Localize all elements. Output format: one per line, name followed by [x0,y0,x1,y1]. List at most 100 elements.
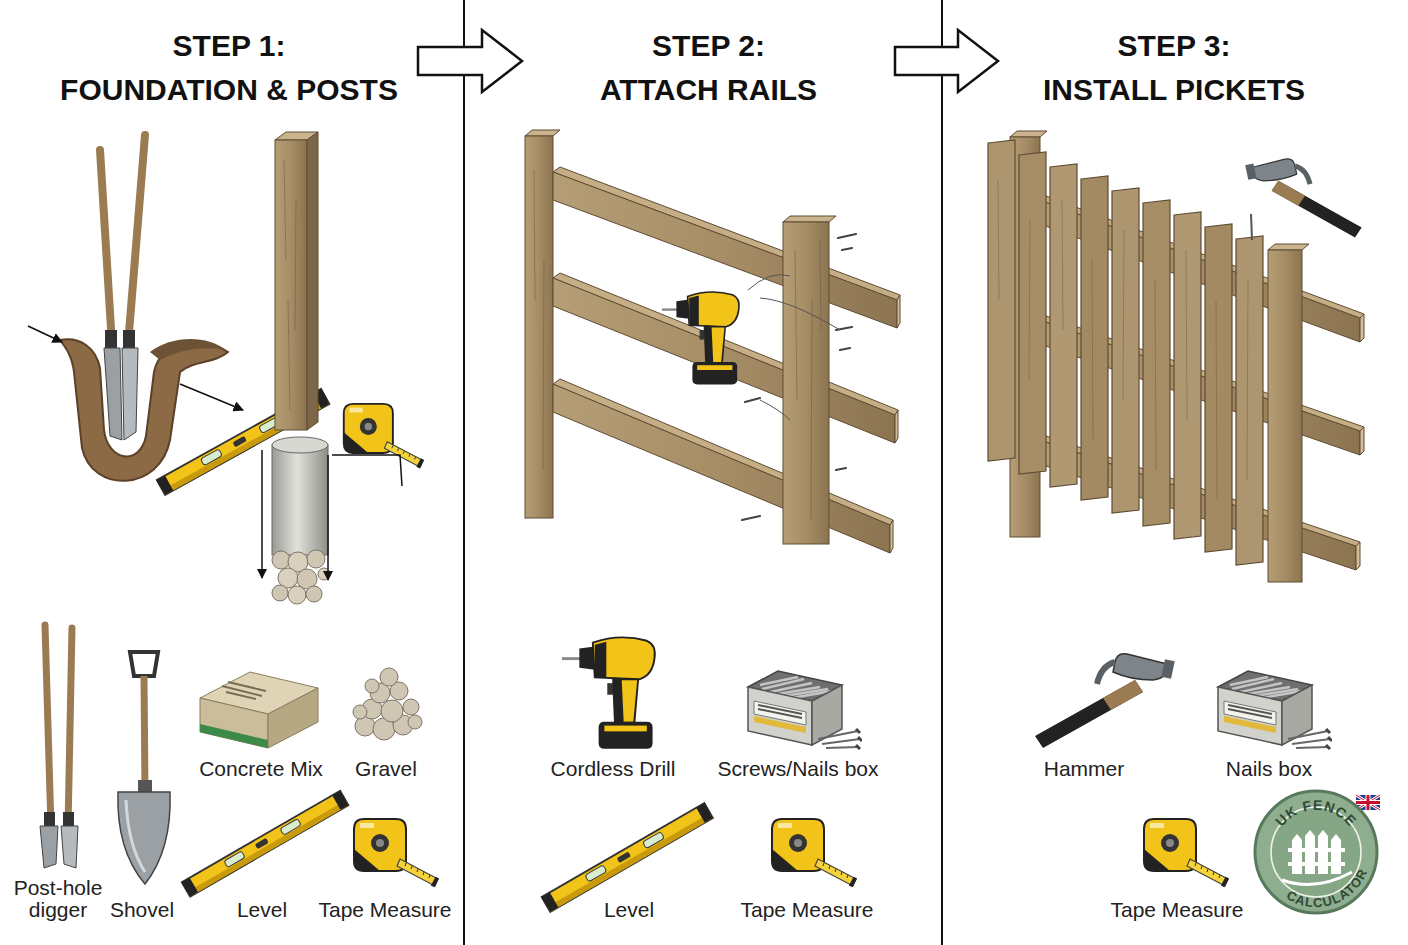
post-hole-digger-illustration-part [100,150,112,345]
tool-label: Shovel [110,899,174,921]
shovel-tool-part [126,800,145,872]
logo-text: CALCULATOR [1284,866,1371,910]
concrete-bag-part [200,724,268,748]
fence-picket-part [1236,236,1263,565]
leader-line-part [332,455,402,486]
gravel-pile [353,668,422,740]
fence-picket-part [1143,200,1170,526]
nail-part [1251,214,1252,240]
step-number: STEP 2: [522,24,895,68]
leader-line-part [748,275,790,290]
screw-part [745,398,760,402]
fence-picket-part [1205,224,1232,552]
concrete-footing-part [272,585,288,601]
screw-box-tool [748,671,862,749]
screw [742,234,856,520]
fence-rail-part [553,384,890,553]
shovel-tool [118,652,170,884]
tool-label: Gravel [355,758,417,780]
shovel-tool-part [144,676,145,792]
concrete-footing-part [272,551,290,569]
fence-picket-part [1174,212,1201,539]
screw-part [840,348,850,350]
step-title: INSTALL PICKETS [998,68,1350,112]
logo-graphic: UK FENCE CALCULATOR [1252,788,1380,916]
fence-post-part [525,130,560,136]
post-hole-digger-tool-part [45,625,51,828]
post-hole-digger-tool-part [40,826,58,868]
fence-post-part [1268,244,1309,250]
logo-graphic-part-part [1288,862,1345,866]
step-arrow [418,30,522,92]
fence-picket [988,140,1263,565]
hammer-illustration [1245,159,1361,238]
level-tool [542,803,713,912]
level-tool-part [542,803,713,912]
wood-grain [998,180,1248,500]
post-hole-digger-illustration [100,135,145,440]
fence-post-part [307,132,318,430]
fence-rail-part [1356,542,1360,570]
panel-divider-part [463,0,465,945]
logo-graphic-part-part [1288,848,1345,852]
fence-post-part [284,160,296,410]
post-hole-digger-tool-part [68,628,72,828]
step-arrow [895,30,998,92]
fence-post-part [1268,250,1302,582]
fence-picket-part [1112,188,1139,513]
logo-graphic-part: UK FENCE [1272,797,1360,830]
dug-hole-part [150,339,226,360]
callout-arrow [28,326,243,410]
fence-picket-part [1050,164,1077,487]
post-hole-digger-illustration-part [122,348,138,440]
tape-measure-tool [1144,819,1229,887]
post-hole-digger-illustration-part [105,330,117,350]
leader-line [262,450,402,580]
fence-rail-part [895,410,898,443]
logo-badge: UK FENCE CALCULATOR [1252,788,1380,916]
concrete-bag-part [222,682,266,699]
gravel-pile-part [365,679,379,693]
fence-post-part [275,140,307,430]
step-heading: STEP 2:ATTACH RAILS [522,24,895,116]
post-hole-digger-illustration-part [128,135,145,345]
nails-box-tool [1218,671,1332,749]
hammer-tool-part [1035,654,1175,748]
concrete-footing [272,437,330,604]
logo-graphic-part [1282,872,1352,885]
logo-graphic-part-part [1331,834,1341,874]
screw-part [836,468,846,470]
tool-label: Tape Measure [740,899,873,921]
callout-arrow-part [28,326,62,342]
post-hole-digger-tool [40,625,78,868]
gravel-pile-part [353,705,367,719]
leader-line [748,275,840,420]
drill-illustration [662,292,739,384]
tape-measure-tool [354,819,439,887]
tool-label: Tape Measure [1110,899,1243,921]
gravel-pile-part [381,700,403,722]
fence-post-part [783,216,836,222]
logo-text: UK FENCE [1272,797,1360,830]
wood-grain-part [998,180,1248,500]
fence-post [1268,244,1309,582]
fence-rail-part [553,379,893,525]
concrete-footing-part [288,586,306,604]
leader-line-part [327,455,329,580]
leader-line-part [760,298,840,330]
step-number: STEP 1: [40,24,418,68]
tool-label: Hammer [1044,758,1125,780]
panel-divider [464,0,942,945]
tool-label: Post-hole digger [6,877,110,921]
nail [1251,214,1252,240]
screw-part [838,234,856,238]
step-title: ATTACH RAILS [522,68,895,112]
fence-rail-part [890,520,893,553]
concrete-bag-part [268,688,318,748]
screw-part [742,516,760,520]
fence-post [783,216,836,544]
drill-tool [562,637,655,748]
fence-rail-part [1360,427,1364,455]
